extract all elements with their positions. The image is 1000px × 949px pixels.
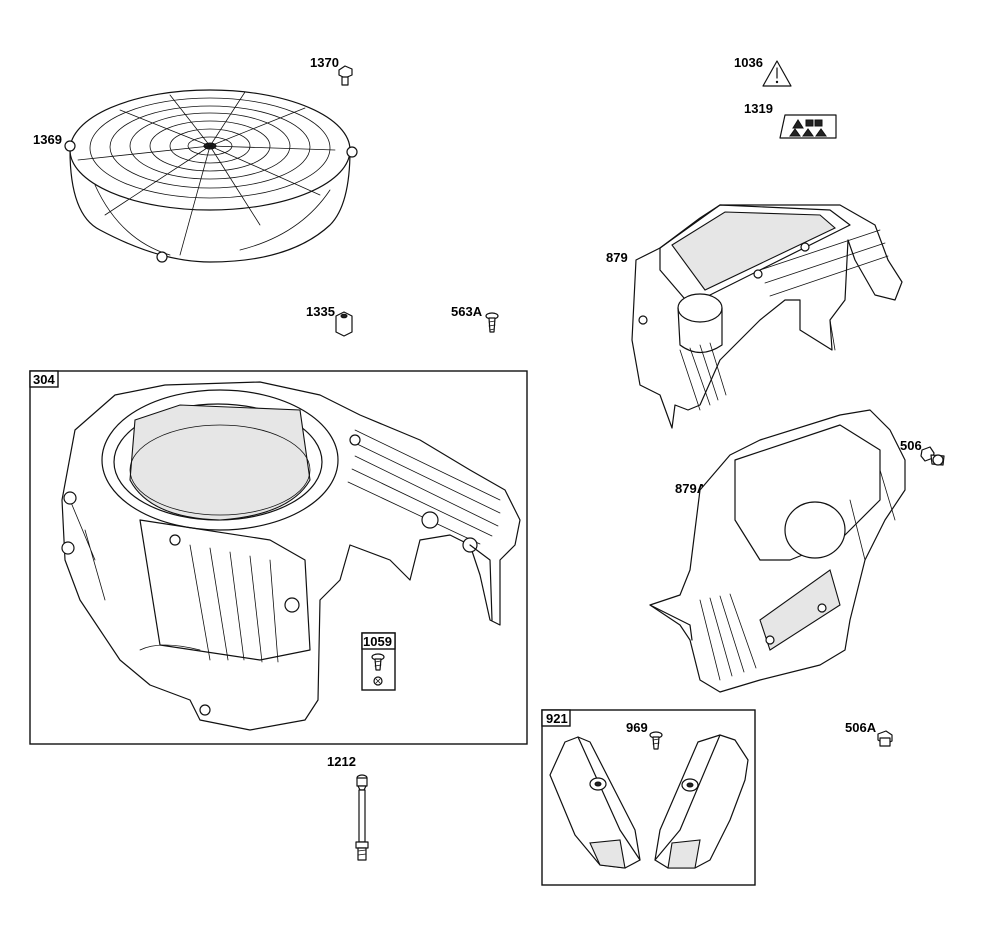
label-879A: 879A	[675, 481, 707, 496]
part-506A-bolt	[877, 730, 893, 747]
label-1212: 1212	[327, 754, 356, 769]
kit-tag-304	[29, 370, 59, 388]
label-563A: 563A	[451, 304, 483, 319]
label-1369: 1369	[33, 132, 62, 147]
part-1319-safety-label	[779, 114, 837, 139]
part-1369-fan-grille	[64, 89, 358, 263]
label-304: 304	[33, 372, 55, 387]
part-506-bolt	[920, 446, 945, 466]
part-921-baffle-right	[654, 734, 749, 869]
part-304-blower-housing	[61, 381, 521, 731]
kit-tag-1059	[361, 632, 396, 650]
label-879: 879	[606, 250, 628, 265]
part-1212-stud	[355, 774, 369, 861]
label-506A: 506A	[845, 720, 877, 735]
label-1370: 1370	[310, 55, 339, 70]
label-1335: 1335	[306, 304, 335, 319]
part-921-baffle-left	[549, 736, 641, 869]
label-1059: 1059	[363, 634, 392, 649]
part-1036-warning-decal	[762, 60, 792, 87]
label-1036: 1036	[734, 55, 763, 70]
part-969-screw	[649, 731, 663, 750]
label-921: 921	[546, 711, 568, 726]
part-879A-cover	[649, 409, 906, 693]
part-1370-bolt	[338, 65, 353, 86]
part-879-cover	[631, 204, 903, 429]
kit-box-921	[541, 709, 756, 886]
label-506: 506	[900, 438, 922, 453]
part-1059-screw-kit	[371, 653, 385, 686]
kit-box-304	[29, 370, 528, 745]
part-1335-spacer	[335, 311, 353, 337]
label-1319: 1319	[744, 101, 773, 116]
kit-tag-921	[541, 709, 571, 727]
label-969: 969	[626, 720, 648, 735]
part-563A-screw	[485, 312, 499, 333]
